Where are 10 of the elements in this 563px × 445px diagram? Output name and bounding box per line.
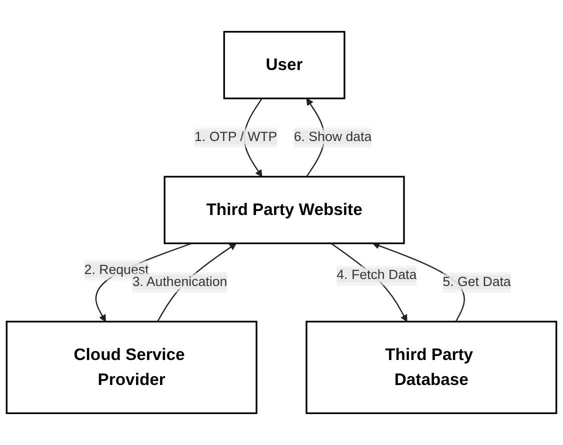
node-box: User — [223, 30, 346, 100]
edge-label: 1. OTP / WTP — [194, 130, 278, 144]
edge-label: 6. Show data — [294, 130, 372, 144]
edge-label: 4. Fetch Data — [336, 268, 417, 282]
edge-label: 2. Request — [84, 263, 149, 278]
node-box: Cloud Service Provider — [6, 320, 258, 414]
edge-label: 3. Authenication — [132, 274, 228, 290]
edge-label: 5. Get Data — [442, 274, 511, 290]
node-box: Third Party Website — [164, 176, 405, 244]
node-box: Third Party Database — [306, 320, 558, 414]
